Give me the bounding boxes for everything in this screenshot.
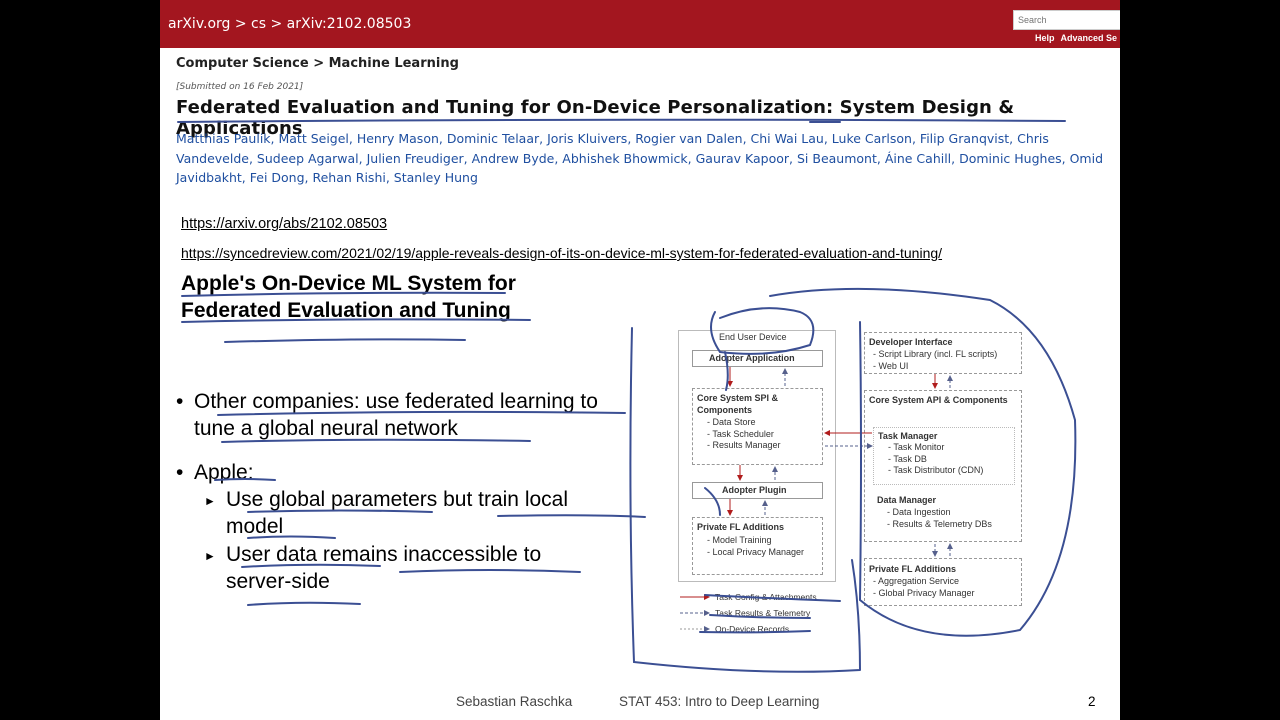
slide: arXiv.org > cs > arXiv:2102.08503 Help Ad… [160,0,1120,720]
arxiv-help-links: Help Advanced Se [1035,33,1120,43]
author-list[interactable]: Matthias Paulik, Matt Seigel, Henry Maso… [176,131,1104,185]
subbullet-user-data: ► User data remains inaccessible to serv… [204,541,606,595]
footer-page-number: 2 [1088,694,1096,709]
system-diagram: End User Device Adopter Application Core… [675,326,1025,641]
footer-course: STAT 453: Intro to Deep Learning [619,694,820,709]
slide-heading: Apple's On-Device ML System for Federate… [181,270,516,324]
bullet-text: Other companies: use federated learning … [194,390,598,440]
heading-line-1: Apple's On-Device ML System for [181,272,516,295]
bullet-text: Apple: [194,461,254,484]
subject-breadcrumb[interactable]: Computer Science > Machine Learning [176,56,459,71]
subbullet-text: User data remains inaccessible to server… [226,543,542,593]
subbullet-text: Use global parameters but train local mo… [226,488,569,538]
triangle-bullet-icon: ► [204,549,216,563]
paper-title: Federated Evaluation and Tuning for On-D… [176,97,1015,139]
diagram-arrows [680,367,953,632]
footer-author: Sebastian Raschka [456,694,573,709]
heading-line-2: Federated Evaluation and Tuning [181,299,511,322]
bullet-other-companies: • Other companies: use federated learnin… [176,388,634,442]
arxiv-search-input[interactable] [1013,10,1120,30]
submitted-date: [Submitted on 16 Feb 2021] [176,82,304,92]
arxiv-breadcrumb[interactable]: arXiv.org > cs > arXiv:2102.08503 [168,16,412,32]
arxiv-header: arXiv.org > cs > arXiv:2102.08503 Help Ad… [160,0,1120,48]
bullet-apple: • Apple: [176,459,254,486]
subbullet-global-params: ► Use global parameters but train local … [204,486,606,540]
bullet-dot-icon: • [176,461,184,484]
advanced-search-link[interactable]: Advanced Se [1060,33,1118,43]
syncedreview-link[interactable]: https://syncedreview.com/2021/02/19/appl… [181,245,943,261]
help-link[interactable]: Help [1035,33,1055,43]
arxiv-link[interactable]: https://arxiv.org/abs/2102.08503 [181,216,388,232]
triangle-bullet-icon: ► [204,494,216,508]
bullet-dot-icon: • [176,390,184,413]
